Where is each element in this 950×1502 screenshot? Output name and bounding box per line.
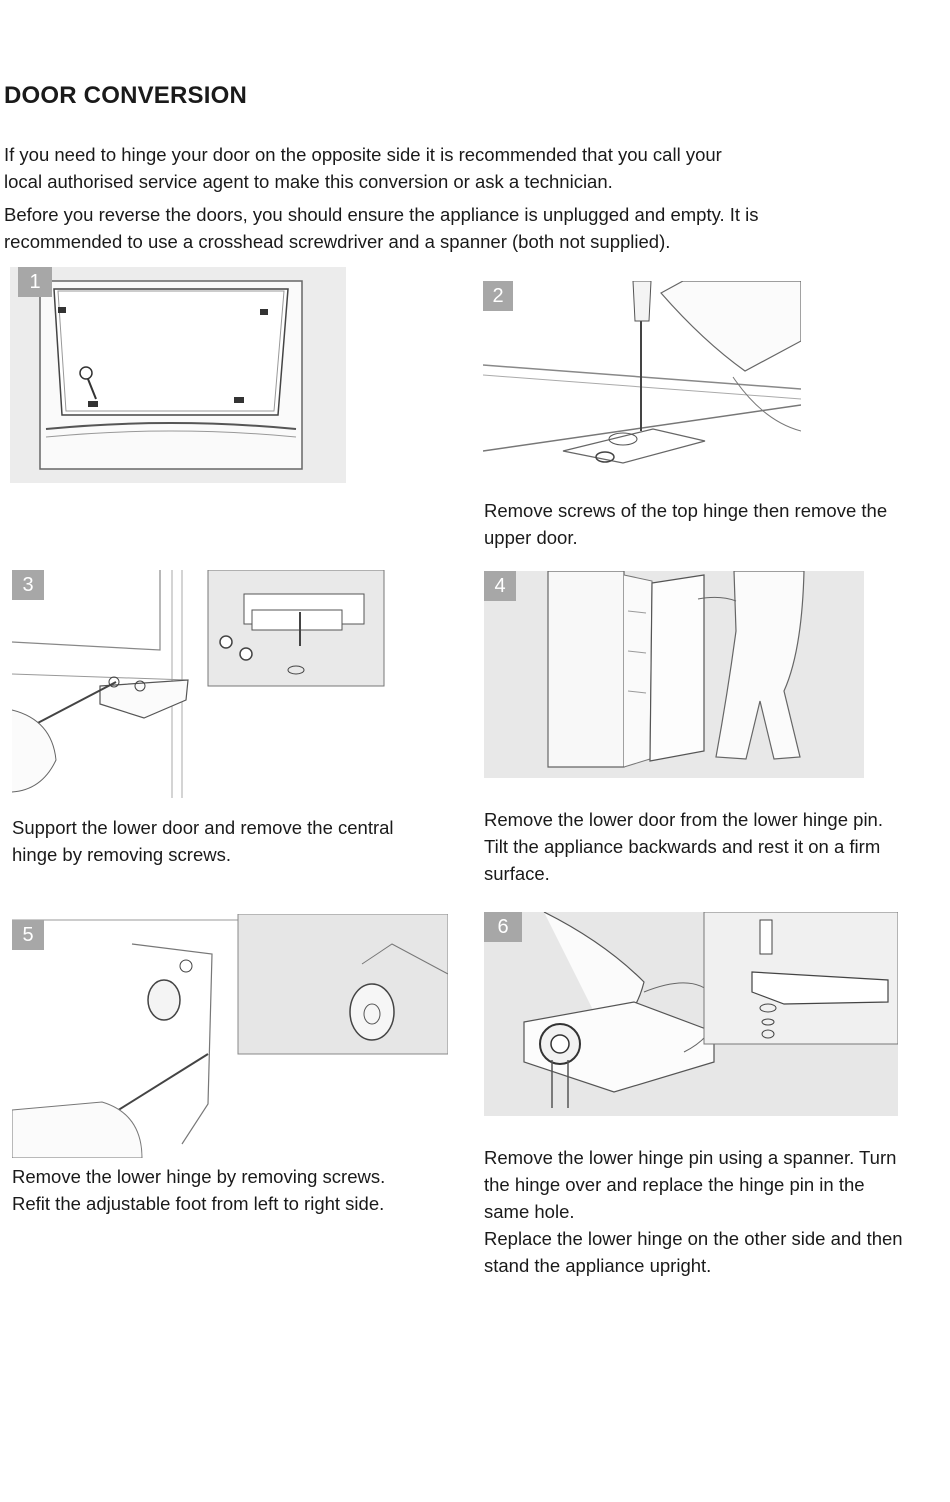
step-5-illustration: 5: [12, 914, 448, 1158]
prep-line: Before you reverse the doors, you should…: [4, 204, 759, 225]
step-2-caption: Remove screws of the top hinge then remo…: [484, 497, 887, 551]
caption-line: surface.: [484, 863, 550, 884]
step-4-caption: Remove the lower door from the lower hin…: [484, 806, 883, 887]
fridge-top-screws-drawing: [39, 280, 303, 470]
step-3-caption: Support the lower door and remove the ce…: [12, 814, 394, 868]
caption-line: Refit the adjustable foot from left to r…: [12, 1193, 385, 1214]
intro-paragraph: If you need to hinge your door on the op…: [4, 141, 904, 195]
step-number-badge: 2: [483, 281, 513, 311]
prep-line: recommended to use a crosshead screwdriv…: [4, 231, 671, 252]
intro-line: If you need to hinge your door on the op…: [4, 144, 722, 165]
caption-line: Remove the lower door from the lower hin…: [484, 809, 883, 830]
caption-line: Remove the lower hinge pin using a spann…: [484, 1147, 897, 1168]
step-5-caption: Remove the lower hinge by removing screw…: [12, 1163, 385, 1217]
caption-line: stand the appliance upright.: [484, 1255, 712, 1276]
step-6-caption: Remove the lower hinge pin using a spann…: [484, 1144, 903, 1279]
caption-line: Tilt the appliance backwards and rest it…: [484, 836, 881, 857]
intro-line: local authorised service agent to make t…: [4, 171, 613, 192]
step-number-badge: 5: [12, 920, 44, 950]
caption-line: Remove screws of the top hinge then remo…: [484, 500, 888, 521]
caption-line: the hinge over and replace the hinge pin…: [484, 1174, 865, 1195]
step-number-badge: 1: [18, 267, 52, 297]
preparation-paragraph: Before you reverse the doors, you should…: [4, 201, 904, 255]
step-4-illustration: 4: [484, 571, 864, 778]
lower-door-removal-drawing: [547, 571, 805, 768]
caption-line: Remove the lower hinge by removing screw…: [12, 1166, 386, 1187]
caption-line: Replace the lower hinge on the other sid…: [484, 1228, 903, 1249]
page-title: DOOR CONVERSION: [4, 82, 248, 109]
step-1-illustration: 1: [10, 267, 346, 483]
step-6-illustration: 6: [484, 912, 898, 1116]
top-hinge-screwdriver-drawing: [483, 281, 801, 464]
caption-line: same hole.: [484, 1201, 575, 1222]
step-3-illustration: 3: [12, 570, 386, 798]
lower-hinge-foot-drawing: [12, 914, 448, 1158]
caption-line: hinge by removing screws.: [12, 844, 232, 865]
step-number-badge: 6: [484, 912, 522, 942]
hinge-pin-spanner-drawing: [523, 912, 898, 1108]
caption-line: upper door.: [484, 527, 578, 548]
step-2-illustration: 2: [483, 281, 801, 495]
step-number-badge: 4: [484, 571, 516, 601]
central-hinge-removal-drawing: [12, 570, 385, 798]
step-number-badge: 3: [12, 570, 44, 600]
caption-line: Support the lower door and remove the ce…: [12, 817, 394, 838]
